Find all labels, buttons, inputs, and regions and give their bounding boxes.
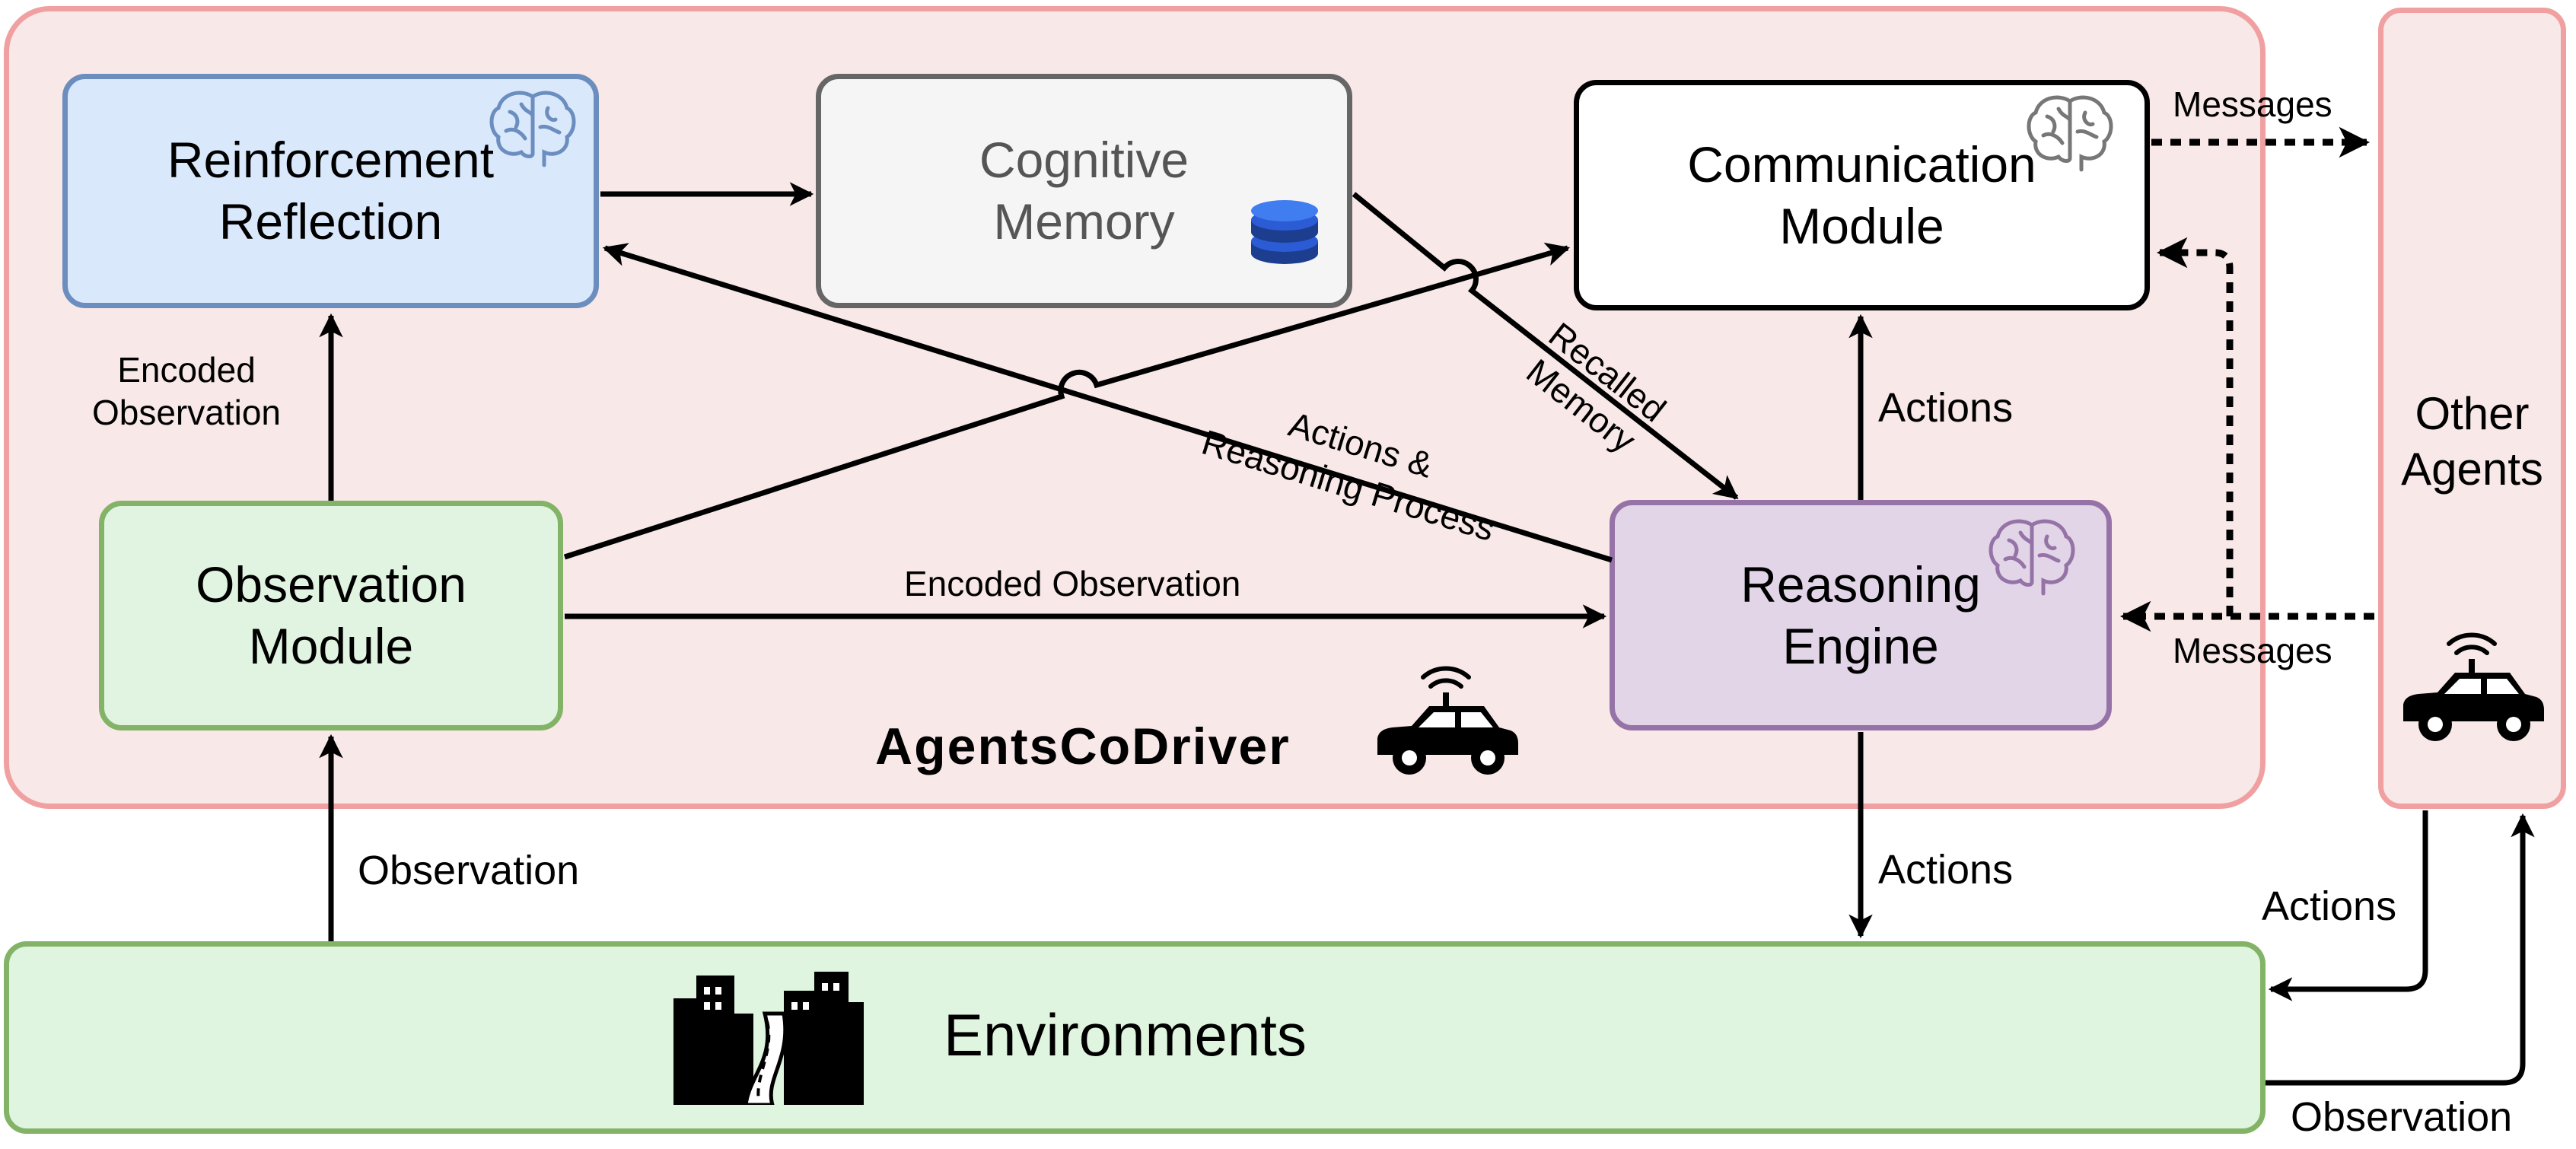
observation-up-label: Observation xyxy=(358,848,580,893)
brain-icon xyxy=(489,91,576,167)
arrow-environments-to-otheragents xyxy=(2266,813,2535,1086)
brain-icon xyxy=(2027,95,2113,172)
environments-label: Environments xyxy=(944,1001,1307,1068)
reinforcement-reflection-label: Reinforcement Reflection xyxy=(167,132,495,250)
car-icon xyxy=(1377,666,1518,775)
car-icon xyxy=(2403,632,2544,741)
arrow-memory-to-reasoning xyxy=(1352,192,1739,500)
actions-to-env-label: Actions xyxy=(1878,847,2014,893)
actions-to-comm-label: Actions xyxy=(1878,385,2014,431)
encoded-observation-up-label: Encoded Observation xyxy=(91,350,281,433)
observation-module-box xyxy=(99,501,563,730)
diagram-title: AgentsCoDriver xyxy=(875,718,1291,775)
city-road-icon xyxy=(673,972,864,1105)
observation-module-label: Observation Module xyxy=(196,556,466,674)
brain-icon xyxy=(1989,519,2075,596)
cognitive-memory-label: Cognitive Memory xyxy=(979,132,1189,250)
communication-module-box xyxy=(1574,80,2150,310)
arrow-reasoning-to-reflection xyxy=(602,243,1613,563)
messages-out-label: Messages xyxy=(2173,84,2332,124)
other-agents-label: Other Agents xyxy=(2401,387,2543,495)
cognitive-memory-box xyxy=(816,74,1352,308)
messages-in-label: Messages xyxy=(2173,631,2332,670)
database-icon xyxy=(1251,200,1318,264)
environments-box xyxy=(4,941,2266,1134)
other-observation-label: Observation xyxy=(2291,1094,2513,1140)
other-actions-label: Actions xyxy=(2262,883,2397,929)
arrow-otheragents-to-environments xyxy=(2268,810,2428,1001)
encoded-observation-right-label: Encoded Observation xyxy=(904,564,1241,603)
communication-module-label: Communication Module xyxy=(1687,135,2036,254)
arrow-messages-in-communication xyxy=(2156,237,2234,616)
reasoning-engine-label: Reasoning Engine xyxy=(1740,555,1981,674)
